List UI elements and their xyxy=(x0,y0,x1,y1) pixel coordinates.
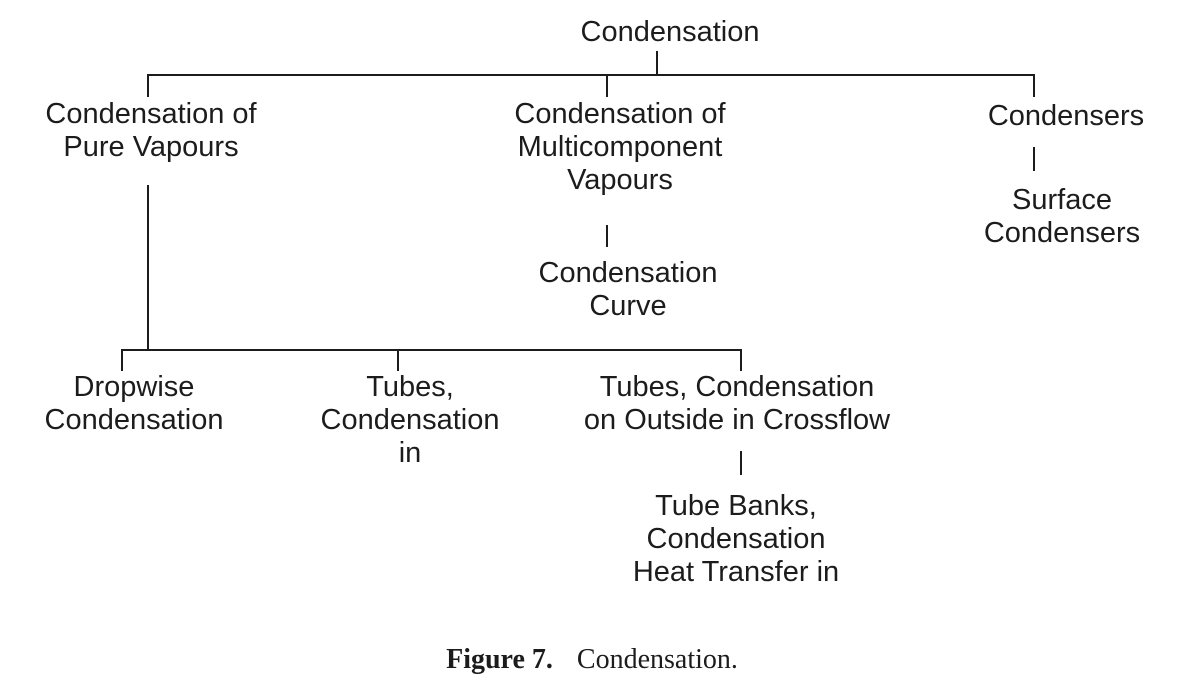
node-label-line: Tubes, Condensation xyxy=(599,371,875,403)
node-label-line: Condensation xyxy=(44,404,224,436)
node-label-line: Condensers xyxy=(987,100,1145,132)
node-surface-condensers: Surface Condensers xyxy=(984,184,1140,250)
node-condensation-curve: Condensation Curve xyxy=(539,257,718,323)
node-label-line: Condensation xyxy=(646,523,826,555)
node-label-line: Condensation xyxy=(538,257,718,289)
node-label-line: Pure Vapours xyxy=(63,131,239,163)
node-label-line: Condensation xyxy=(320,404,500,436)
node-condensation: Condensation xyxy=(581,16,760,49)
node-condensers: Condensers xyxy=(988,100,1144,133)
node-label-line: Curve xyxy=(589,290,667,322)
node-tube-banks: Tube Banks, Condensation Heat Transfer i… xyxy=(633,490,839,589)
node-label-line: Condensation xyxy=(580,16,760,48)
node-label-line: Condensation of xyxy=(514,98,726,130)
node-label-line: Condensers xyxy=(983,217,1141,249)
node-label-line: Vapours xyxy=(567,164,673,196)
node-label-line: Dropwise xyxy=(73,371,195,403)
figure-caption-text: Condensation. xyxy=(576,644,738,675)
node-label-line: Surface xyxy=(1012,184,1112,216)
node-label-line: Tube Banks, xyxy=(655,490,817,522)
figure-caption: Figure 7. Condensation. xyxy=(446,644,738,676)
node-label-line: Multicomponent xyxy=(517,131,723,163)
node-tubes-condensation-in: Tubes, Condensation in xyxy=(321,371,500,470)
node-label-line: Tubes, xyxy=(366,371,454,403)
node-dropwise-condensation: Dropwise Condensation xyxy=(45,371,224,437)
node-label-line: Condensation of xyxy=(45,98,257,130)
node-pure-vapours: Condensation of Pure Vapours xyxy=(45,98,256,164)
node-multicomponent-vapours: Condensation of Multicomponent Vapours xyxy=(514,98,725,197)
figure-label: Figure 7. xyxy=(446,644,553,675)
node-label-line: Heat Transfer in xyxy=(632,556,840,588)
node-label-line: in xyxy=(398,437,422,469)
node-label-line: on Outside in Crossflow xyxy=(583,404,891,436)
node-tubes-outside-crossflow: Tubes, Condensation on Outside in Crossf… xyxy=(584,371,890,437)
